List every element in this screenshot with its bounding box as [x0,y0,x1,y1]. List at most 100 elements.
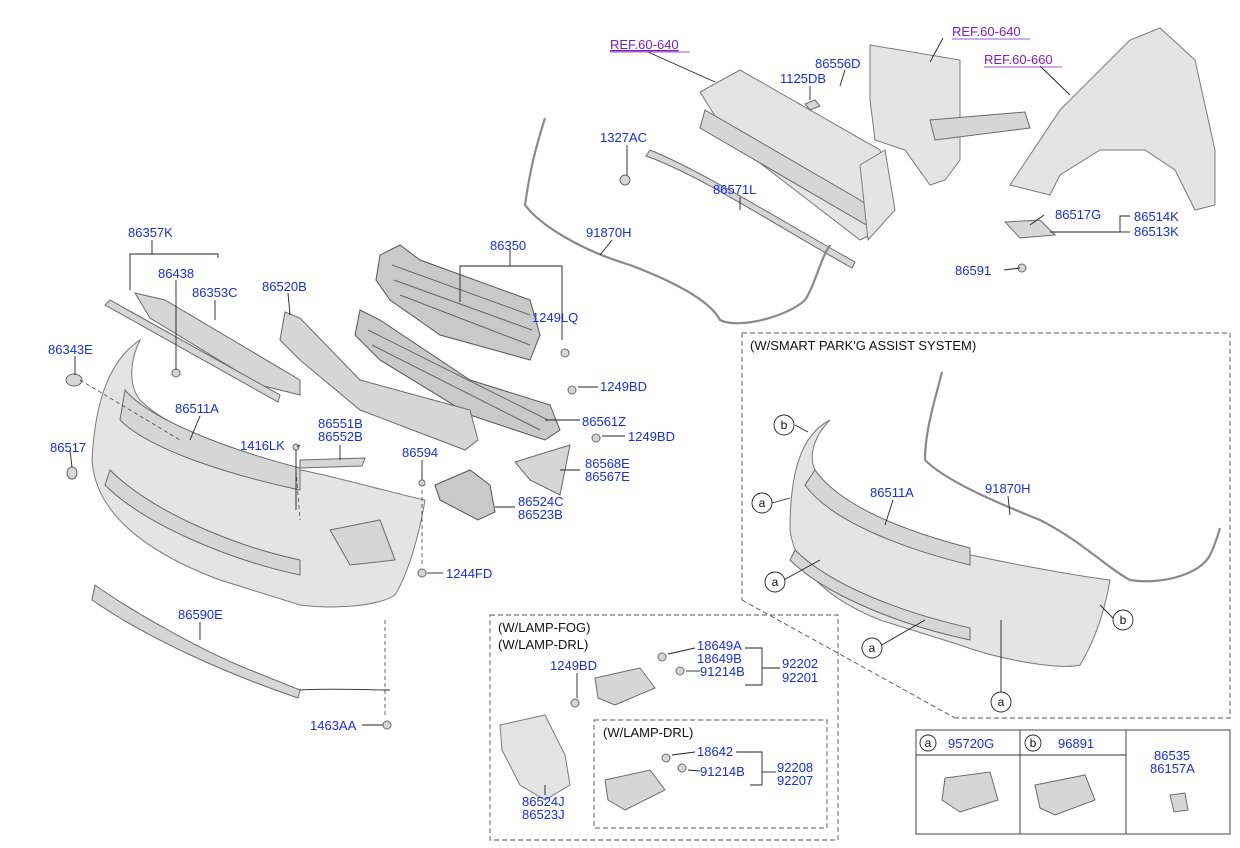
table-letter-b: b [1030,736,1037,750]
callout-b-1: b [781,418,788,432]
table-letter-a: a [925,736,932,750]
label-1249BD-c: 1249BD [550,658,597,673]
smart-park-box-diag [741,599,956,719]
leader-lines [69,37,1130,726]
sensor-95720G-icon [941,771,999,813]
label-86590E: 86590E [178,607,223,622]
label-86571L: 86571L [713,182,756,197]
ref-60-660[interactable]: REF.60-660 [984,52,1053,67]
callout-a-4: a [998,695,1005,709]
fender-illustration [1009,27,1216,211]
label-1327AC: 1327AC [600,130,647,145]
label-86438: 86438 [158,266,194,281]
ref-60-640-right[interactable]: REF.60-640 [952,24,1021,39]
label-86511A-smart: 86511A [870,485,914,500]
label-91214B-b: 91214B [700,764,745,779]
label-86556D: 86556D [815,56,861,71]
label-86511A: 86511A [175,401,219,416]
label-1249BD-b: 1249BD [628,429,675,444]
smart-park-leaders [771,424,1116,700]
label-1125DB: 1125DB [780,71,826,86]
callout-a-3: a [869,641,876,655]
label-86343E: 86343E [48,342,93,357]
label-18649B: 18649B [697,651,742,666]
label-92208: 92208 [777,760,813,775]
label-1416LK: 1416LK [240,438,285,453]
label-86517G: 86517G [1055,207,1101,222]
label-1463AA: 1463AA [310,718,357,733]
lamp-leaders [544,647,780,795]
label-86357K: 86357K [128,225,173,240]
radiator-grille-86350 [375,244,541,361]
parts-table: a 95720G b 96891 86535 86157A [915,729,1231,835]
label-86524J: 86524J [522,794,565,809]
side-reflector-86517 [66,466,78,480]
table-part-95720G: 95720G [948,736,994,751]
table-part-96891: 96891 [1058,736,1094,751]
caption-smart-park: (W/SMART PARK'G ASSIST SYSTEM) [750,338,976,353]
label-86514K: 86514K [1134,209,1179,224]
sensor-96891-icon [1034,774,1096,816]
smart-park-wire [923,371,1222,583]
label-91214B-a: 91214B [700,664,745,679]
lower-lip-86590E [91,584,391,699]
bracket-86517G-illustration [1003,219,1057,239]
molding-86551B [299,457,366,469]
label-86520B: 86520B [262,279,307,294]
label-86513K: 86513K [1134,224,1179,239]
caption-lamp-drl-inner: (W/LAMP-DRL) [603,725,693,740]
label-86561Z: 86561Z [582,414,626,429]
lamp-fog-box [489,614,839,841]
side-bracket-86568E [514,444,571,496]
lower-grille-86561Z [354,309,561,441]
label-1249LQ: 1249LQ [532,310,578,325]
label-86567E: 86567E [585,469,630,484]
bumper-beam-illustration [699,69,896,242]
callout-a-2: a [772,575,779,589]
label-92207: 92207 [777,773,813,788]
label-86524C: 86524C [518,494,564,509]
moulding-86357K [104,299,281,403]
callout-a-1: a [759,496,766,510]
smart-park-box [742,332,1231,719]
label-1249BD-a: 1249BD [600,379,647,394]
caption-lamp-fog: (W/LAMP-FOG) [498,620,590,635]
table-part-86157A: 86157A [1150,761,1195,776]
absorber-strip-86571L [645,149,856,269]
table-part-86535: 86535 [1154,748,1190,763]
callout-b-2: b [1120,613,1127,627]
label-86591: 86591 [955,263,991,278]
label-92201: 92201 [782,670,818,685]
label-86552B: 86552B [318,429,363,444]
lamp-drl-inner-box [593,719,828,829]
lamp-illustrations [499,652,687,811]
label-18649A: 18649A [697,638,742,653]
caption-lamp-drl: (W/LAMP-DRL) [498,637,588,652]
upper-cover-86353C [133,292,301,396]
label-1244FD: 1244FD [446,566,492,581]
label-91870H-smart: 91870H [985,481,1031,496]
bumper-bracket-86520B [279,311,479,451]
label-86551B: 86551B [318,416,363,431]
label-86594: 86594 [402,445,438,460]
label-86523B: 86523B [518,507,563,522]
fastener-icons [171,99,1027,730]
label-86523J: 86523J [522,807,565,822]
label-86350: 86350 [490,238,526,253]
sensor-wire-91870H [523,117,831,325]
label-18642: 18642 [697,744,733,759]
assembly-dashed-lines [79,379,423,718]
label-91870H: 91870H [586,225,632,240]
label-86568E: 86568E [585,456,630,471]
label-86353C: 86353C [192,285,238,300]
radiator-support-illustration [869,44,1031,186]
callouts-smart-park: b a a a b a [751,414,1134,713]
fog-cover-86524C [434,469,496,521]
emblem-86343E [65,373,83,387]
ref-60-640-left[interactable]: REF.60-640 [610,37,679,52]
smart-park-bumper-illustration [789,419,1111,667]
label-86517: 86517 [50,440,86,455]
label-92202: 92202 [782,656,818,671]
front-bumper-cover-86511A [91,338,426,608]
